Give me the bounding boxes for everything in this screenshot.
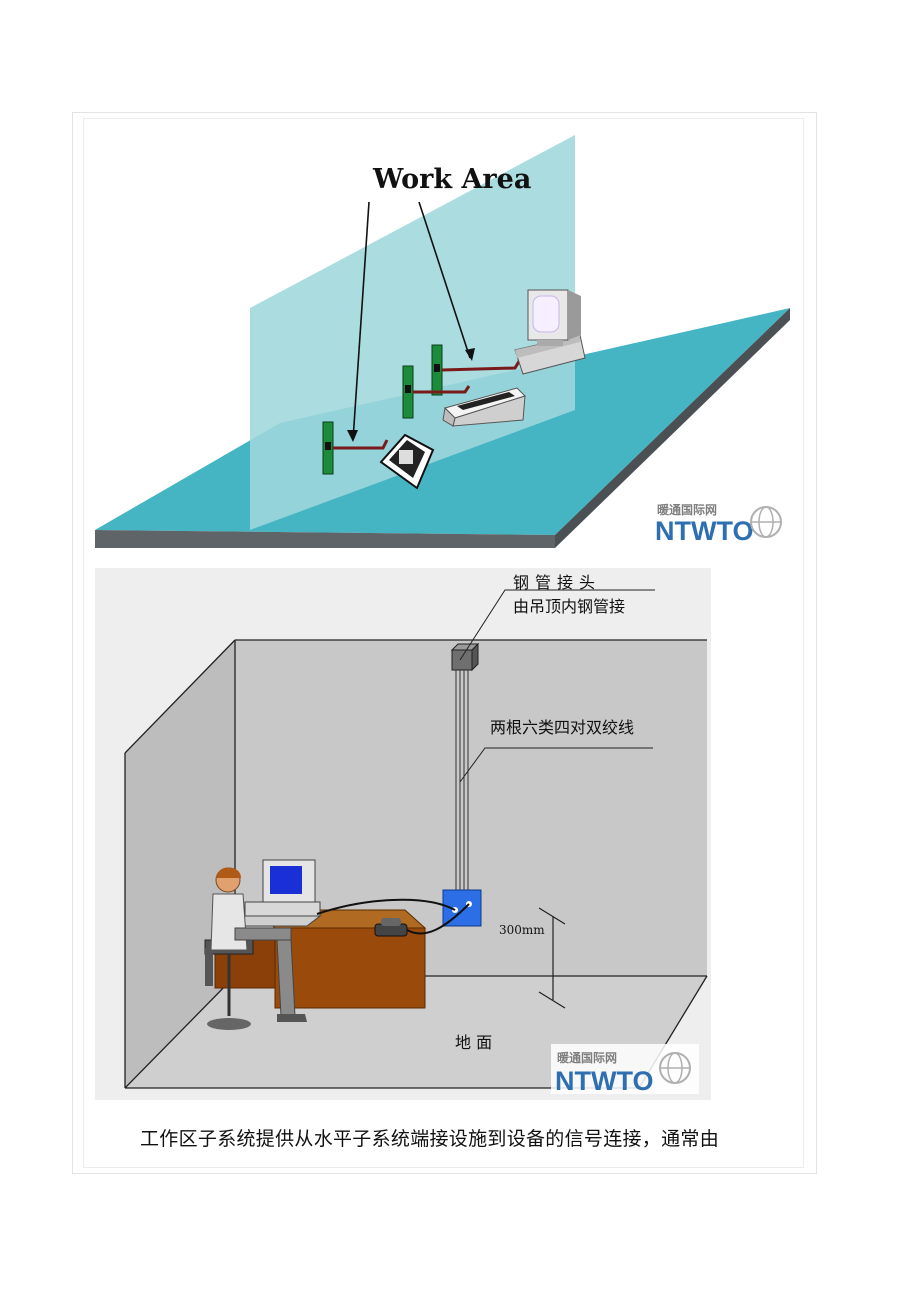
arrow-head-right [465, 348, 475, 361]
seated-person-icon [204, 867, 307, 1030]
label-pipe-joint: 钢管接头 [513, 573, 601, 592]
arrow-head-left [347, 430, 358, 442]
telephone-icon [379, 433, 435, 490]
watermark-chinese: 暖通国际网 [657, 502, 717, 517]
computer-icon [514, 289, 586, 375]
height-dimension [538, 907, 566, 1009]
label-floor: 地 面 [455, 1033, 492, 1052]
back-wall [235, 640, 707, 976]
watermark-logo: NTWTO [555, 1066, 653, 1096]
floor-slab-front [95, 530, 555, 548]
printer-icon [442, 387, 526, 427]
floor-slab-side [555, 308, 790, 548]
label-pipe-source: 由吊顶内钢管接 [513, 597, 625, 616]
outlet-jack [434, 364, 440, 372]
leader-cable [459, 747, 653, 783]
room-installation-figure: 钢管接头 由吊顶内钢管接 两根六类四对双绞线 300mm 地 面 [95, 568, 711, 1100]
cable-phone [333, 439, 389, 450]
ntwto-watermark: 暖通国际网 NTWTO [655, 502, 782, 546]
cable-printer [413, 385, 471, 394]
arrow-line-right [418, 201, 471, 359]
desktop-computer-icon [233, 859, 322, 927]
patch-cord-computer [316, 898, 456, 915]
watermark-chinese: 暖通国际网 [557, 1050, 617, 1065]
pipe-joint-box [450, 642, 480, 672]
desk-telephone-icon [374, 918, 408, 937]
room-edges [124, 639, 708, 1089]
work-area-title: Work Area [372, 164, 531, 195]
label-height: 300mm [499, 923, 545, 937]
work-area-figure: Work Area 暖通国际网 NTWTO [95, 135, 790, 548]
caption-paragraph: 工作区子系统提供从水平子系统端接设施到设备的信号连接，通常由 [140, 1128, 720, 1150]
label-cable: 两根六类四对双绞线 [490, 718, 634, 737]
outlet-jack [325, 442, 331, 450]
patch-cord-phone [406, 903, 470, 935]
ntwto-watermark-2: 暖通国际网 NTWTO [551, 1044, 699, 1096]
content-frame-inner [83, 118, 804, 1168]
leader-pipe-joint [459, 589, 655, 661]
watermark-logo: NTWTO [655, 516, 753, 546]
content-frame [72, 112, 817, 1174]
arrow-line-left [352, 201, 370, 441]
outlet-jack [405, 385, 411, 393]
cable-bundle [455, 670, 469, 890]
